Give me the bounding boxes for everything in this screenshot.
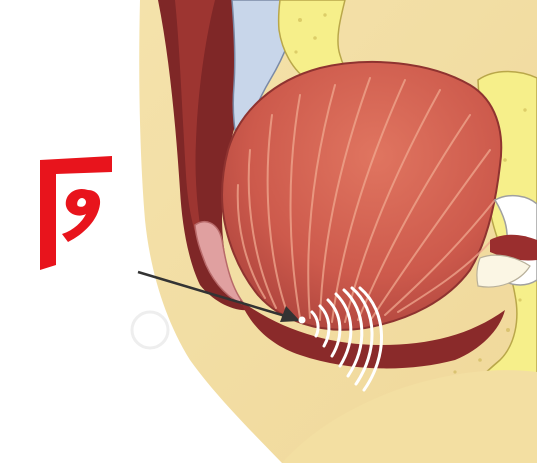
lower-teeth	[476, 254, 531, 288]
pointer-arrow	[137, 270, 306, 324]
tongue	[220, 61, 503, 331]
tongue-fibers	[236, 77, 496, 323]
arabic-letter-mark: ؏	[40, 156, 112, 270]
mouth-floor	[240, 300, 505, 369]
watermark-decor	[130, 310, 170, 350]
pharynx-highlight	[175, 0, 215, 255]
lower-skin-overlay	[282, 370, 537, 463]
sound-waves	[310, 286, 383, 392]
lip	[490, 234, 537, 261]
